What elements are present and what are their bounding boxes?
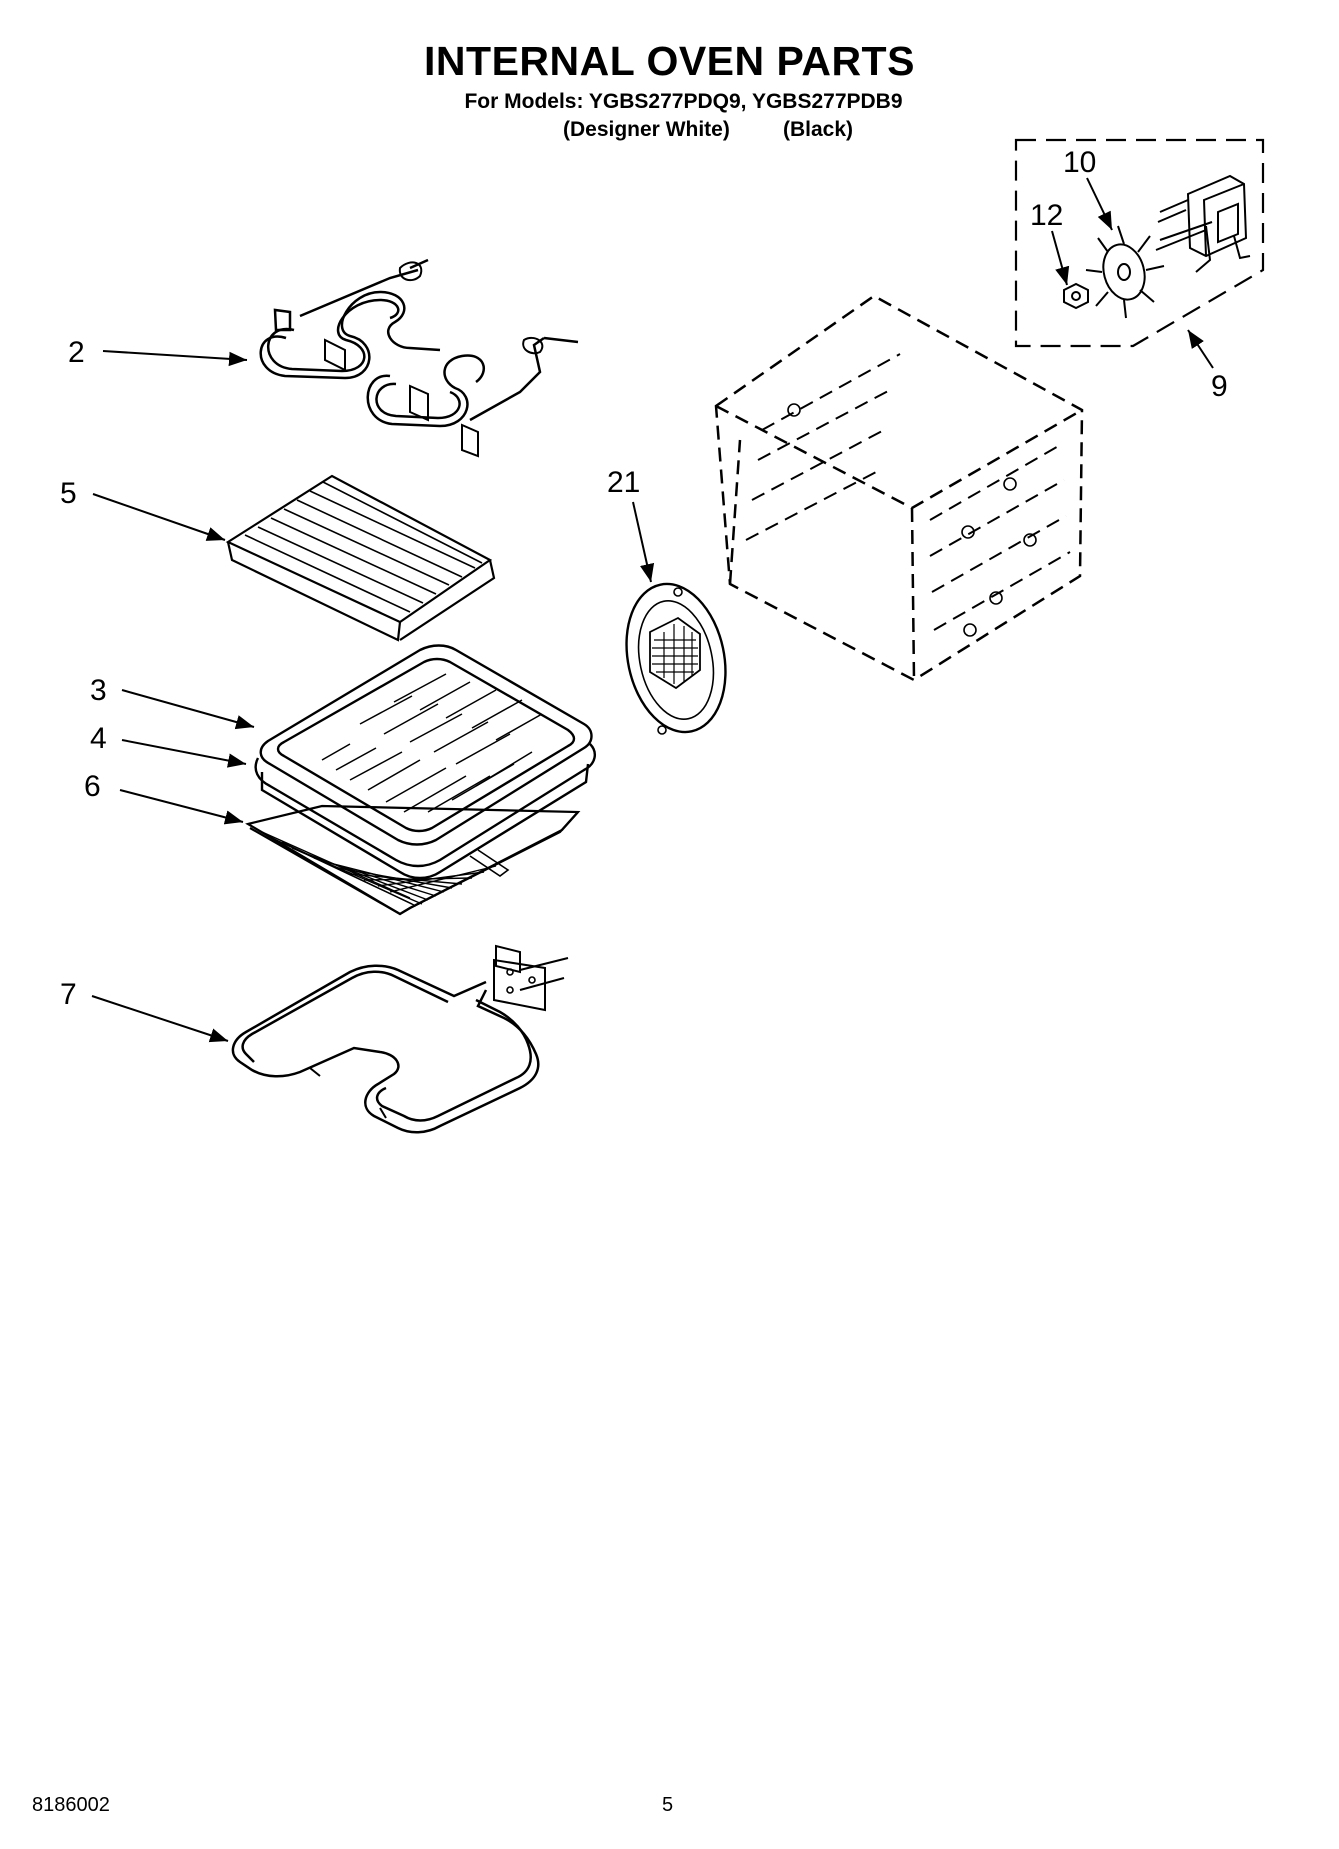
convection-baffle-illustration bbox=[625, 582, 727, 735]
convection-motor-illustration bbox=[1155, 174, 1251, 273]
models-line: For Models: YGBS277PDQ9, YGBS277PDB9 bbox=[464, 90, 903, 113]
page-title: INTERNAL OVEN PARTS bbox=[424, 38, 915, 84]
callout-7: 7 bbox=[60, 978, 77, 1011]
callout-3: 3 bbox=[90, 674, 107, 707]
leader-arrows bbox=[91, 177, 1214, 1043]
broiler-pan-illustration bbox=[254, 644, 596, 880]
callout-5: 5 bbox=[60, 477, 77, 510]
page-number: 5 bbox=[662, 1794, 674, 1816]
callout-10: 10 bbox=[1063, 146, 1096, 179]
callout-6: 6 bbox=[84, 770, 101, 803]
oven-cavity-details bbox=[787, 403, 1037, 637]
color-label-white: (Designer White) bbox=[563, 118, 730, 141]
callout-21: 21 bbox=[607, 466, 640, 499]
callout-4: 4 bbox=[90, 722, 107, 755]
callout-9: 9 bbox=[1211, 370, 1228, 403]
callout-2: 2 bbox=[68, 336, 85, 369]
document-number: 8186002 bbox=[32, 1794, 110, 1816]
broil-element-illustration bbox=[259, 258, 579, 458]
fan-nut-illustration bbox=[1063, 282, 1089, 310]
oven-rack-illustration bbox=[245, 804, 581, 916]
color-label-black: (Black) bbox=[783, 118, 854, 141]
rack-baffle-illustration bbox=[225, 474, 496, 642]
convection-fan-illustration bbox=[1085, 225, 1165, 319]
oven-cavity-illustration bbox=[714, 294, 1084, 682]
callout-12: 12 bbox=[1030, 199, 1063, 232]
bake-element-illustration bbox=[231, 944, 569, 1134]
convection-kit-box bbox=[1014, 138, 1265, 348]
